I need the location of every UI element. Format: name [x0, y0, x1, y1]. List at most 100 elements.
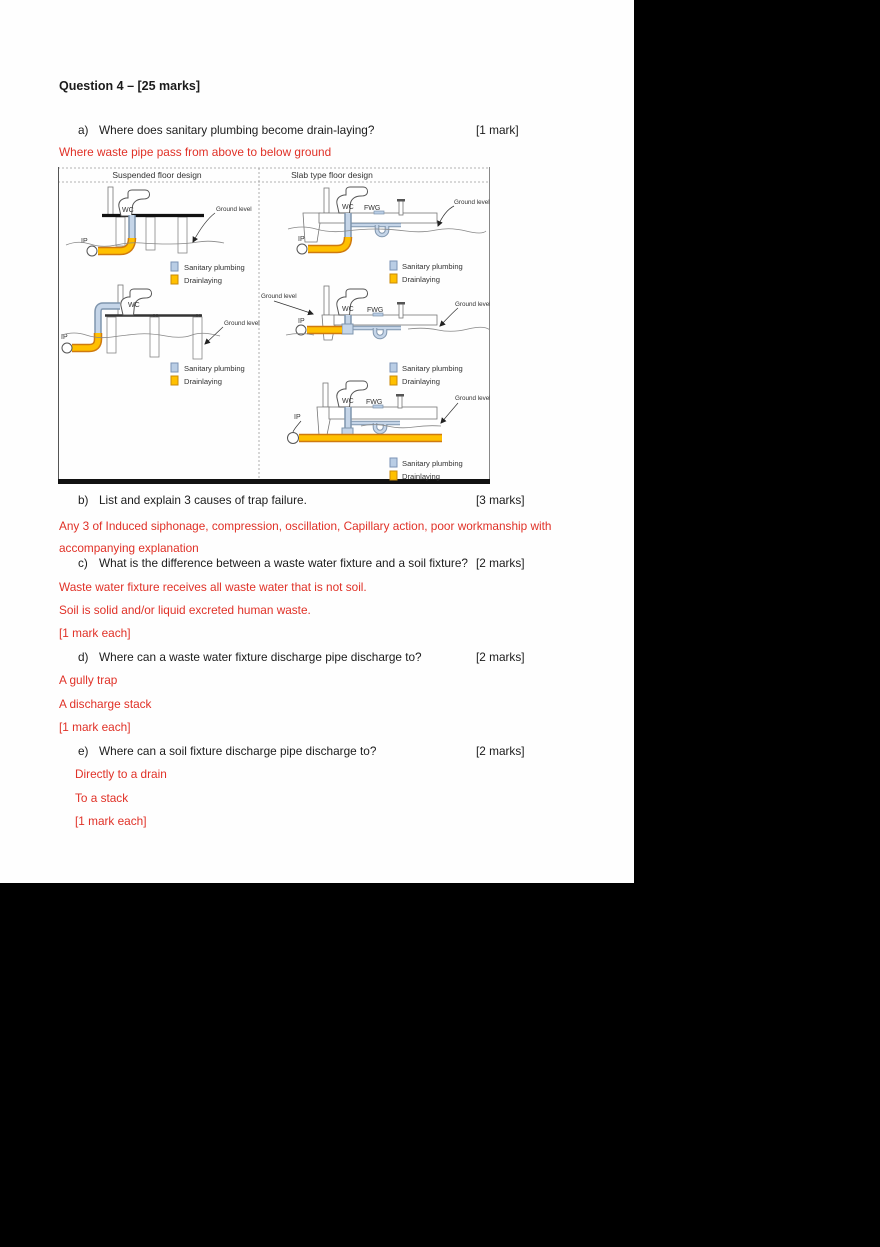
diagram-suspended-2: WC IP Ground level Sanitary plumbing Dra…: [61, 284, 260, 386]
leader-line: [292, 420, 302, 433]
ground-line: [285, 326, 490, 336]
leader-line: [192, 212, 216, 243]
vent-pipe: [107, 186, 114, 217]
ground-line: [65, 240, 225, 247]
ip-label: IP: [298, 236, 305, 243]
legend-sanitary-label: Sanitary plumbing: [402, 364, 463, 373]
figure-title-left: Suspended floor design: [112, 170, 202, 180]
legend-drainlaying-swatch: [170, 274, 179, 285]
ground-line: [360, 424, 442, 429]
legend-drainlaying-swatch: [389, 470, 398, 481]
slab-edge-beam: [316, 406, 331, 436]
figure-border-bottom: [58, 479, 490, 484]
answer-e-1: Directly to a drain: [75, 767, 167, 781]
legend-drainlaying-label: Drainlaying: [184, 377, 222, 386]
wc-label: WC: [122, 207, 134, 214]
leader-line: [440, 402, 459, 424]
answer-d-2: A discharge stack: [59, 697, 152, 711]
vent-pipe: [323, 187, 330, 214]
question-e-text: Where can a soil fixture discharge pipe …: [99, 744, 377, 758]
fwg-label: FWG: [367, 307, 383, 314]
legend-sanitary-swatch: [389, 260, 398, 271]
fwg-label: FWG: [366, 399, 382, 406]
ip-label: IP: [294, 414, 301, 421]
pile: [149, 316, 160, 358]
standpipe-cap: [397, 199, 405, 202]
diagram-slab-3: WC FWG IP Ground level Sanitary plumbing…: [287, 380, 490, 481]
standpipe: [398, 200, 404, 216]
legend-sanitary-swatch: [389, 457, 398, 468]
wc-label: WC: [342, 204, 354, 211]
answer-c-2: Soil is solid and/or liquid excreted hum…: [59, 603, 311, 617]
ip-label: IP: [298, 318, 305, 325]
wc-label: WC: [128, 302, 140, 309]
ground-level-label: Ground level: [455, 301, 490, 308]
legend-drainlaying-label: Drainlaying: [402, 472, 440, 481]
legend-sanitary-swatch: [170, 261, 179, 272]
inspection-point: [296, 243, 308, 255]
fwg-trap-fill: [373, 328, 387, 339]
pile: [115, 216, 126, 247]
legend-drainlaying-label: Drainlaying: [402, 377, 440, 386]
question-e-label: e): [78, 744, 89, 758]
pile: [145, 216, 156, 251]
question-b-marks: [3 marks]: [476, 493, 525, 507]
fwg-grate: [372, 404, 384, 409]
legend-sanitary-label: Sanitary plumbing: [184, 364, 245, 373]
junction-fitting: [341, 323, 354, 335]
question-d-text: Where can a waste water fixture discharg…: [99, 650, 422, 664]
question-b-text: List and explain 3 causes of trap failur…: [99, 493, 307, 507]
question-b: b) List and explain 3 causes of trap fail…: [78, 493, 307, 507]
question-c-label: c): [78, 556, 88, 570]
pile: [177, 216, 188, 254]
inspection-point: [86, 245, 98, 257]
legend-drainlaying-swatch: [389, 273, 398, 284]
ip-label: IP: [81, 238, 88, 245]
question-c: c) What is the difference between a waste…: [78, 556, 468, 570]
standpipe: [398, 303, 404, 319]
ground-level-label: Ground level: [216, 206, 252, 213]
question-heading: Question 4 – [25 marks]: [59, 79, 201, 93]
drain-pipe-fill: [72, 333, 101, 351]
legend-sanitary-swatch: [389, 362, 398, 373]
question-c-marks: [2 marks]: [476, 556, 525, 570]
leader-line: [273, 300, 314, 316]
fwg-trap-fill: [375, 225, 389, 237]
leader-line: [437, 205, 455, 227]
ground-level-label: Ground level: [261, 293, 297, 300]
legend-sanitary-label: Sanitary plumbing: [402, 459, 463, 468]
question-c-text: What is the difference between a waste w…: [99, 556, 468, 570]
answer-b-1: Any 3 of Induced siphonage, compression,…: [59, 519, 552, 555]
question-d-marks: [2 marks]: [476, 650, 525, 664]
slab-edge-beam: [302, 212, 321, 243]
answer-a-1: Where waste pipe pass from above to belo…: [59, 145, 332, 159]
question-a-text: Where does sanitary plumbing become drai…: [99, 123, 375, 137]
question-d: d) Where can a waste water fixture discha…: [78, 650, 422, 664]
question-b-label: b): [78, 493, 89, 507]
diagram-slab-2: WC FWG IP Ground level Ground level Sani…: [261, 285, 490, 386]
fwg-grate: [373, 210, 385, 215]
standpipe: [397, 395, 403, 409]
question-e: e) Where can a soil fixture discharge pip…: [78, 744, 376, 758]
leader-line: [204, 326, 224, 345]
legend-sanitary-swatch: [170, 362, 179, 373]
answer-e-3: [1 mark each]: [75, 814, 147, 828]
ground-line: [287, 226, 487, 234]
question-a-marks: [1 mark]: [476, 123, 519, 137]
legend-drainlaying-swatch: [389, 375, 398, 386]
inspection-point: [295, 324, 307, 336]
fwg-grate: [372, 312, 384, 317]
vent-pipe: [323, 285, 330, 316]
inspection-point: [287, 432, 299, 444]
wc-label: WC: [342, 398, 354, 405]
question-d-label: d): [78, 650, 89, 664]
document-page: Question 4 – [25 marks] a)Where does san…: [0, 0, 634, 883]
inspection-point: [61, 342, 73, 354]
vent-pipe: [322, 382, 329, 408]
ground-line: [61, 332, 221, 339]
answer-d-1: A gully trap: [59, 673, 118, 687]
ground-level-label: Ground level: [224, 320, 260, 327]
legend-sanitary-label: Sanitary plumbing: [402, 262, 463, 271]
sanitary-stack-fill: [95, 303, 120, 335]
drain-pipe-fill: [98, 237, 135, 254]
